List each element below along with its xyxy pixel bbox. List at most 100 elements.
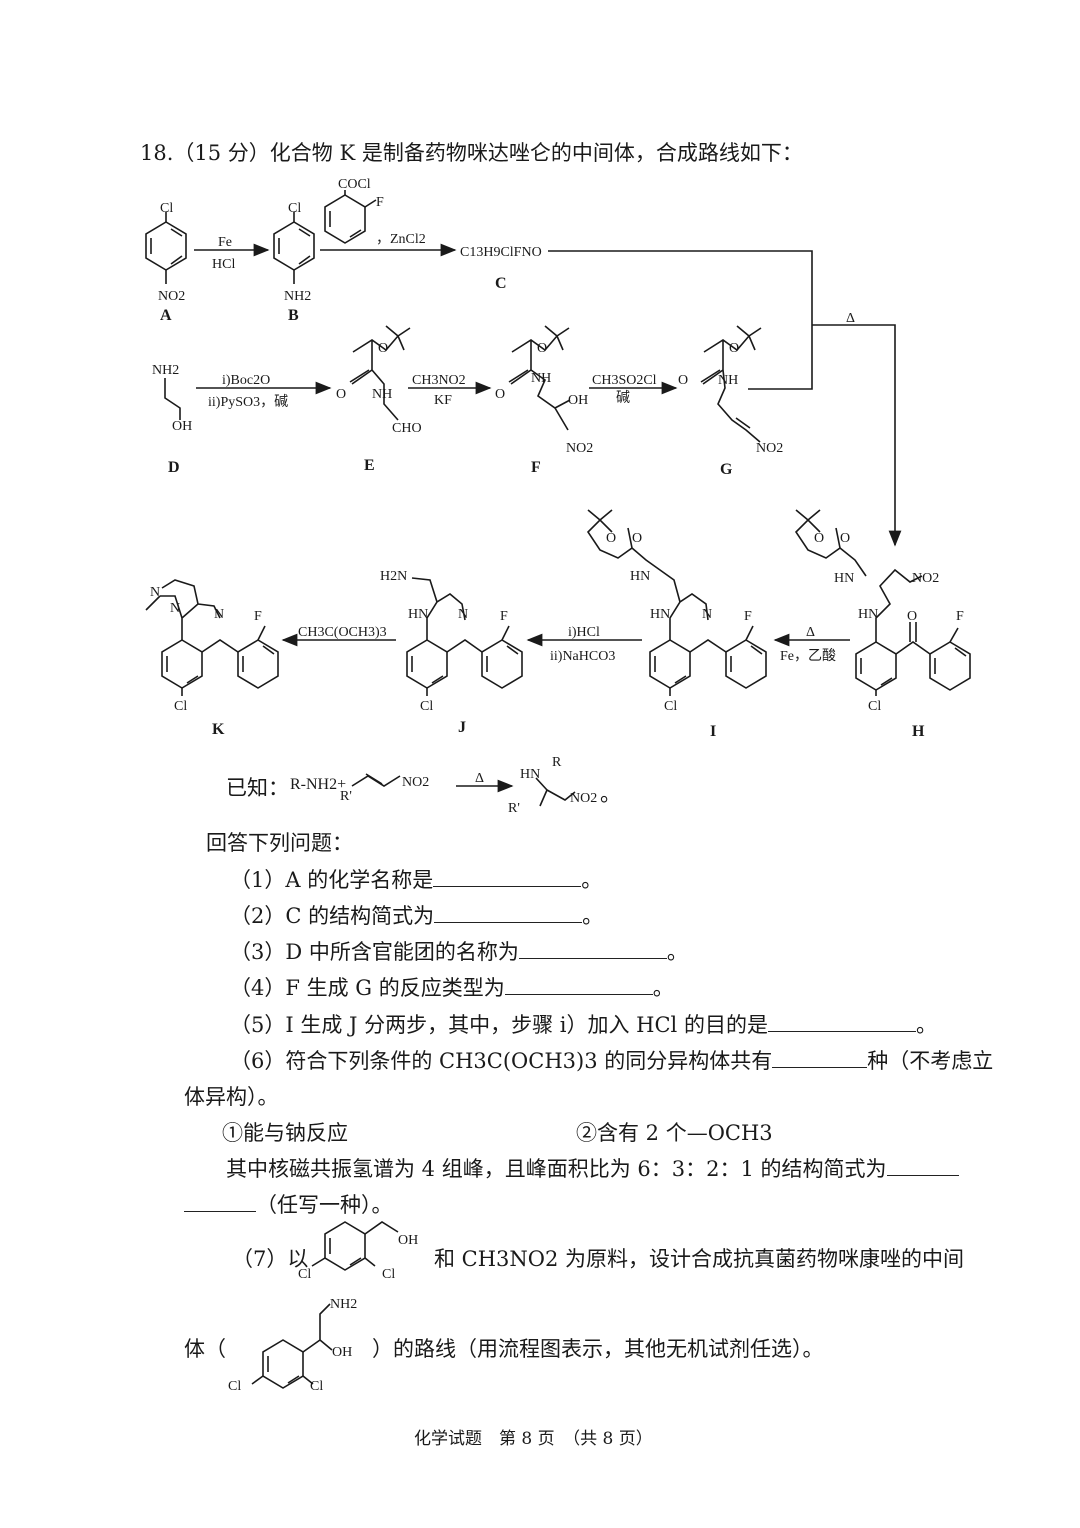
- atom-nh: NH: [531, 371, 551, 386]
- question-5: （5）I 生成 J 分两步，其中，步骤 i）加入 HCl 的目的是。: [230, 1011, 937, 1037]
- compound-label: E: [364, 457, 375, 474]
- compound-b-ring: [273, 221, 315, 271]
- condition-1: ①能与钠反应: [222, 1121, 348, 1145]
- question-6: （6）符合下列条件的 CH3C(OCH3)3 的同分异构体共有种（不考虑立: [230, 1047, 994, 1073]
- atom-f: F: [744, 609, 752, 624]
- question-2: （2）C 的结构简式为。: [230, 902, 604, 928]
- atom-o: O: [814, 531, 824, 546]
- answer-blank[interactable]: [886, 1155, 959, 1176]
- atom-oh: OH: [398, 1233, 418, 1248]
- atom-cl: Cl: [382, 1267, 395, 1282]
- atom-hn: HN: [408, 607, 428, 622]
- question-7-text: 和 CH3NO2 为原料，设计合成抗真菌药物咪康唑的中间: [434, 1247, 965, 1271]
- atom-oh: OH: [332, 1345, 352, 1360]
- question-3: （3）D 中所含官能团的名称为。: [230, 938, 688, 964]
- known-reactant: R-NH2+: [290, 776, 347, 793]
- compound-label: F: [531, 459, 541, 476]
- reagent-label: KF: [434, 393, 452, 408]
- atom-o: O: [378, 341, 388, 356]
- reagent-label: CH3NO2: [412, 373, 466, 388]
- atom-hn: HN: [630, 569, 650, 584]
- compound-k-ring: [161, 639, 203, 689]
- known-r-prime: R': [340, 789, 352, 804]
- condition-2: ②含有 2 个—OCH3: [576, 1121, 773, 1145]
- atom-nh: NH: [718, 373, 738, 388]
- atom-f: F: [254, 609, 262, 624]
- answer-blank[interactable]: [184, 1191, 256, 1212]
- question-6-nmr: 其中核磁共振氢谱为 4 组峰，且峰面积比为 6：3：2：1 的结构简式为: [226, 1153, 959, 1183]
- answer-blank[interactable]: [504, 974, 653, 995]
- formula-c: C13H9ClFNO: [460, 245, 542, 260]
- reagent-label: Δ: [846, 311, 855, 326]
- question-4: （4）F 生成 G 的反应类型为。: [230, 974, 674, 1000]
- atom-no2: NO2: [402, 775, 429, 790]
- acyl-chloride-ring: [324, 194, 366, 244]
- compound-label: G: [720, 461, 733, 478]
- answer-blank[interactable]: [518, 938, 667, 959]
- atom-nh2: NH2: [330, 1297, 357, 1312]
- atom-o: O: [840, 531, 850, 546]
- compound-i-ring: [649, 639, 691, 689]
- atom-hn: HN: [858, 607, 878, 622]
- atom-f: F: [376, 195, 384, 210]
- question-6-continued: 体异构）。: [184, 1085, 279, 1109]
- compound-label: I: [710, 723, 716, 740]
- atom-n: N: [214, 607, 224, 622]
- known-product-r-prime: R': [508, 801, 520, 816]
- atom-no2: NO2: [756, 441, 783, 456]
- compound-label: C: [495, 275, 507, 292]
- answer-blank[interactable]: [767, 1011, 916, 1032]
- question-1: （1）A 的化学名称是。: [230, 866, 603, 892]
- compound-label: B: [288, 307, 299, 324]
- atom-no2: NO2: [570, 791, 597, 806]
- atom-cl: Cl: [298, 1267, 311, 1282]
- known-prefix: 已知：: [226, 776, 289, 800]
- atom-cl: Cl: [228, 1379, 241, 1394]
- atom-o: O: [495, 387, 505, 402]
- reagent-label: HCl: [212, 257, 235, 272]
- atom-no2: NO2: [158, 289, 185, 304]
- atom-n: N: [458, 607, 468, 622]
- atom-cl: Cl: [420, 699, 433, 714]
- atom-hn: HN: [834, 571, 854, 586]
- atom-cl: Cl: [664, 699, 677, 714]
- atom-cl: Cl: [288, 201, 301, 216]
- reagent-label: ，ZnCl2: [376, 232, 426, 247]
- known-period: 。: [600, 782, 621, 806]
- atom-cl: Cl: [174, 699, 187, 714]
- reagent-label: Δ: [475, 771, 484, 786]
- atom-oh: OH: [568, 393, 588, 408]
- reagent-label: ii)PySO3，碱: [208, 394, 288, 410]
- atom-o: O: [678, 373, 688, 388]
- atom-o: O: [632, 531, 642, 546]
- atom-nh2: NH2: [284, 289, 311, 304]
- atom-h2n: H2N: [380, 569, 407, 584]
- compound-a-ring: [145, 221, 187, 271]
- page-footer: 化学试题 第 8 页 （共 8 页）: [414, 1429, 653, 1449]
- reagent-label: Δ: [806, 625, 815, 640]
- compound-label: D: [168, 459, 180, 476]
- atom-nh2: NH2: [152, 363, 179, 378]
- atom-cl: Cl: [310, 1379, 323, 1394]
- atom-hn: HN: [520, 767, 540, 782]
- compound-label: A: [160, 307, 172, 324]
- answer-blank[interactable]: [772, 1047, 868, 1068]
- atom-cho: CHO: [392, 421, 422, 436]
- atom-hn: HN: [650, 607, 670, 622]
- question-header: 18.（15 分）化合物 K 是制备药物咪达唑仑的中间体，合成路线如下：: [140, 141, 803, 165]
- compound-h-ring: [855, 641, 897, 691]
- answer-blank[interactable]: [434, 902, 583, 923]
- atom-o: O: [606, 531, 616, 546]
- reagent-label: Fe，乙酸: [780, 648, 836, 664]
- question-7-line2-prefix: 体（: [184, 1337, 226, 1361]
- atom-cl: Cl: [160, 201, 173, 216]
- atom-o: O: [537, 341, 547, 356]
- atom-cocl: COCl: [338, 177, 371, 192]
- compound-j-ring: [406, 639, 448, 689]
- atom-cl: Cl: [868, 699, 881, 714]
- answer-blank[interactable]: [433, 866, 582, 887]
- atom-o: O: [907, 609, 917, 624]
- reagent-label: i)HCl: [568, 625, 600, 640]
- reagent-label: CH3C(OCH3)3: [298, 625, 387, 640]
